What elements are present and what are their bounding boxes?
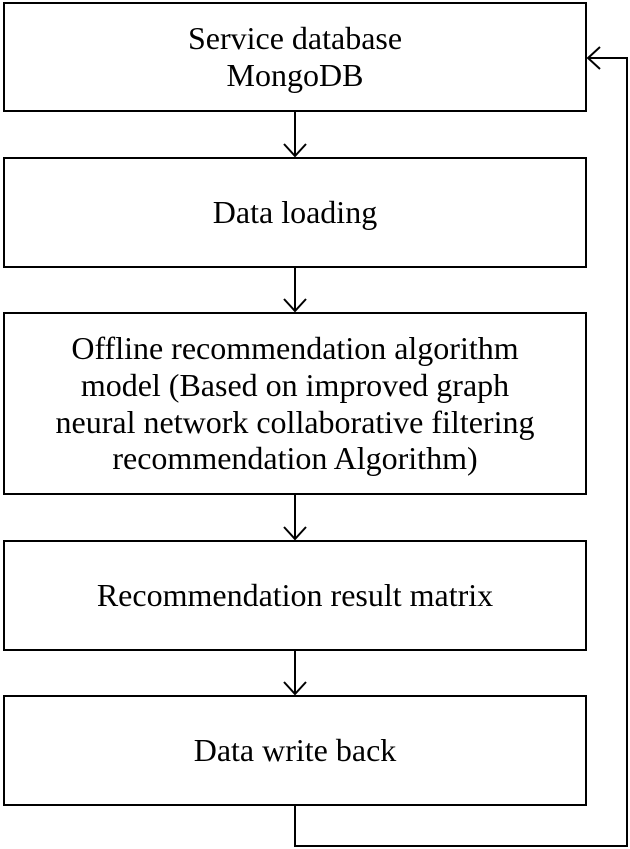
arrow-2-to-3 bbox=[283, 268, 307, 313]
step-data-loading: Data loading bbox=[3, 157, 587, 268]
arrow-1-to-2 bbox=[283, 112, 307, 158]
arrow-3-to-4 bbox=[283, 495, 307, 541]
step-data-write-back: Data write back bbox=[3, 695, 587, 806]
step-service-database: Service database MongoDB bbox=[3, 2, 587, 112]
arrow-4-to-5 bbox=[283, 651, 307, 696]
step-label: Data write back bbox=[193, 732, 397, 769]
step-offline-model: Offline recommendation algorithm model (… bbox=[3, 312, 587, 495]
step-label: Recommendation result matrix bbox=[96, 577, 494, 614]
feedback-loop-arrow bbox=[294, 46, 628, 847]
step-label: Data loading bbox=[212, 194, 378, 231]
step-label: Offline recommendation algorithm model (… bbox=[55, 329, 535, 477]
step-label: Service database MongoDB bbox=[187, 20, 403, 93]
step-result-matrix: Recommendation result matrix bbox=[3, 540, 587, 651]
